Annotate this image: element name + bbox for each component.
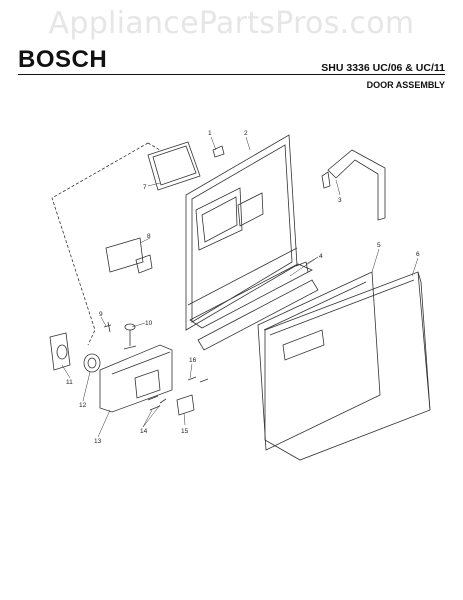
part-7-panel-window xyxy=(147,141,201,191)
dashed-group-outline xyxy=(51,142,161,346)
callout-13: 13 xyxy=(94,438,102,445)
part-4-hinge-strip xyxy=(189,261,319,351)
callout-5: 5 xyxy=(377,242,381,249)
section-title: DOOR ASSEMBLY xyxy=(366,80,445,90)
part-15-latch-block xyxy=(176,394,195,416)
part-3-bracket xyxy=(321,149,386,221)
part-11-handle-plate xyxy=(49,332,71,371)
part-13-latch-housing xyxy=(99,344,173,413)
part-5-door-liner xyxy=(257,271,381,451)
model-number: SHU 3336 UC/06 & UC/11 xyxy=(321,62,445,74)
part-12-ring xyxy=(83,353,101,373)
part-10-knob xyxy=(123,323,137,350)
callout-15: 15 xyxy=(181,428,189,435)
callout-9: 9 xyxy=(99,311,103,318)
callout-14: 14 xyxy=(140,428,148,435)
callout-8: 8 xyxy=(147,233,151,240)
callout-7: 7 xyxy=(143,184,147,191)
callout-11: 11 xyxy=(66,379,73,386)
part-2-inner-door xyxy=(185,134,298,331)
callout-10: 10 xyxy=(145,320,153,327)
brand-logo: BOSCH xyxy=(18,46,108,73)
part-14-springs xyxy=(147,395,167,411)
callout-12: 12 xyxy=(79,402,87,409)
leader-lines xyxy=(61,136,419,438)
callout-1: 1 xyxy=(208,130,212,137)
callout-3: 3 xyxy=(338,197,342,204)
part-1-clip xyxy=(212,145,225,158)
callout-2: 2 xyxy=(244,130,248,137)
part-16-springs xyxy=(187,376,209,383)
callout-4: 4 xyxy=(319,253,323,260)
callout-16: 16 xyxy=(189,357,197,364)
header-rule xyxy=(18,74,445,75)
callout-6: 6 xyxy=(416,251,420,258)
part-9-screw xyxy=(103,321,112,333)
watermark: AppliancePartsPros.com xyxy=(48,6,415,41)
part-6-outer-door xyxy=(264,271,431,461)
callout-labels: 1 2 3 4 5 6 7 8 9 10 11 12 13 14 15 16 xyxy=(66,130,420,445)
part-8-panel xyxy=(105,237,153,274)
